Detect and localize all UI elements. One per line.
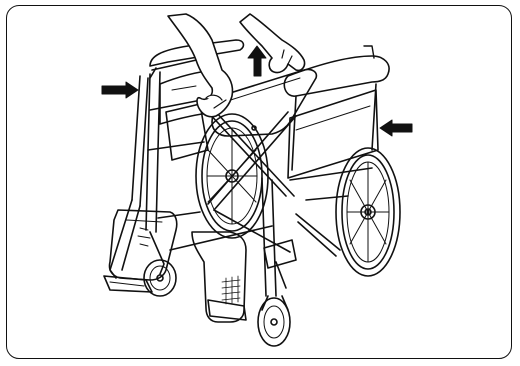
arrow-up-icon [248, 46, 266, 76]
front-frame-right [262, 178, 296, 296]
caster-right [258, 296, 290, 346]
lower-frame [158, 212, 340, 256]
footrest-right [192, 232, 246, 322]
arrow-left-icon [380, 120, 412, 136]
hand-right [240, 14, 305, 73]
rear-wheel-right [336, 148, 400, 276]
front-frame-left [110, 76, 164, 278]
hand-left [168, 14, 233, 117]
arrow-right-icon [102, 82, 138, 98]
footrest-left [104, 210, 177, 292]
cross-brace [170, 110, 372, 252]
